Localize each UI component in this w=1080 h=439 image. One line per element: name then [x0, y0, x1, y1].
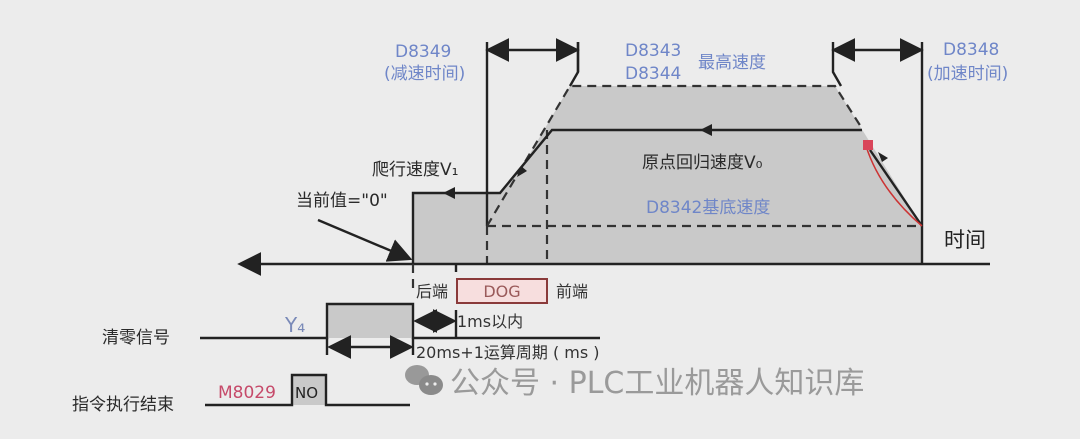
max-speed-left-corner — [568, 42, 580, 87]
home-return-speed-label: 原点回归速度V₀ — [642, 153, 763, 173]
max-speed-right-corner — [831, 42, 843, 87]
wechat-icon — [405, 365, 443, 395]
direction-arrow — [878, 152, 888, 162]
direction-arrow — [443, 187, 455, 199]
watermark-text: 公众号 · PLC工业机器人知识库 — [450, 366, 864, 401]
dog-label: DOG — [483, 282, 520, 301]
y4-label: Y₄ — [284, 313, 305, 337]
current-value-pointer — [317, 218, 413, 262]
flag-state: NO — [295, 384, 318, 402]
m8029-label: M8029 — [218, 383, 276, 403]
accel-ramp — [869, 149, 923, 227]
within-1ms-label: 1ms以内 — [457, 312, 523, 331]
decel-desc-label: (减速时间) — [384, 64, 465, 84]
rear-label: 后端 — [416, 282, 448, 301]
max-speed-dashed-profile — [486, 84, 864, 227]
accel-reg-label: D8348 — [943, 40, 999, 60]
base-speed-label: D8342基底速度 — [646, 198, 770, 218]
time-axis-label: 时间 — [944, 228, 986, 252]
home-return-profile — [411, 128, 862, 264]
instr-end-waveform — [205, 373, 410, 407]
max-speed-desc: 最高速度 — [698, 53, 766, 73]
direction-arrow — [700, 124, 712, 136]
decel-reg-label: D8349 — [395, 42, 451, 62]
accel-desc-label: (加速时间) — [927, 64, 1008, 84]
max-speed-reg1: D8343 — [625, 41, 681, 61]
creep-speed-label: 爬行速度V₁ — [372, 160, 458, 180]
clear-pulse-fill — [327, 304, 413, 338]
direction-arrow — [517, 166, 527, 177]
current-value-label: 当前值="0" — [296, 191, 388, 211]
dog-box — [456, 278, 548, 304]
clear-signal-label: 清零信号 — [102, 328, 170, 348]
red-curve — [865, 145, 923, 227]
m8029-pulse-fill — [292, 375, 326, 405]
clear-signal-waveform — [200, 302, 600, 340]
front-label: 前端 — [556, 282, 588, 301]
pulse-duration-label: 20ms+1运算周期 ( ms ) — [416, 343, 600, 362]
speed-profile-fill — [413, 86, 922, 264]
instr-end-label: 指令执行结束 — [72, 395, 174, 415]
max-speed-reg2: D8344 — [625, 64, 681, 84]
red-marker — [863, 140, 873, 150]
